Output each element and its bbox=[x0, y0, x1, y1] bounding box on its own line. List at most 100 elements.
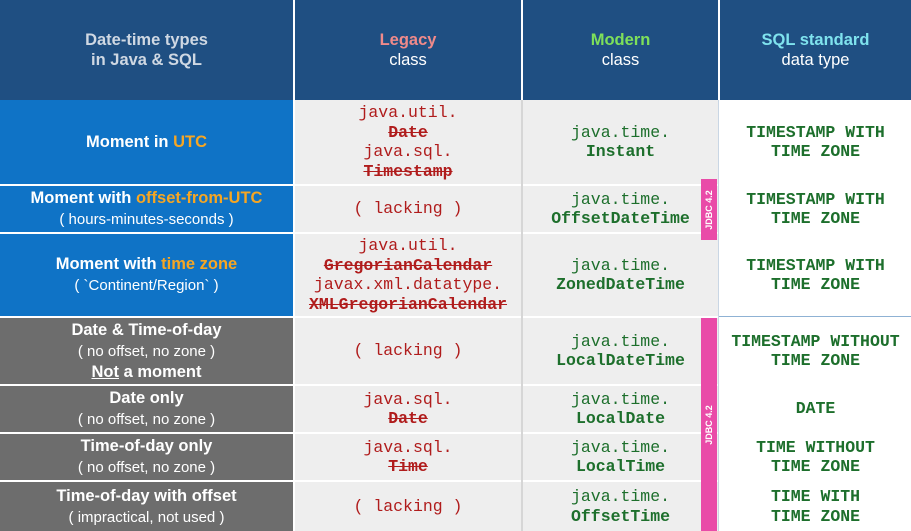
sql-type-line: TIME ZONE bbox=[770, 351, 861, 370]
jdbc-badge-local: JDBC 4.2 bbox=[701, 318, 717, 531]
row-label-time-only: Time-of-day only ( no offset, no zone ) bbox=[0, 434, 293, 480]
label-not-rest: a moment bbox=[118, 362, 202, 381]
row-label-moment-offset: Moment with offset-from-UTC ( hours-minu… bbox=[0, 186, 293, 232]
modern-date-only: java.time. LocalDate bbox=[523, 386, 718, 432]
legacy-package: java.util. bbox=[358, 103, 458, 122]
legacy-package: javax.xml.datatype. bbox=[313, 275, 503, 294]
label-text: Moment with bbox=[30, 189, 136, 207]
label-highlight: time zone bbox=[161, 255, 238, 273]
legacy-class: Date bbox=[388, 409, 428, 428]
sql-type-line: TIME ZONE bbox=[770, 275, 861, 294]
modern-time-only: java.time. LocalTime bbox=[523, 434, 718, 480]
legacy-lacking: ( lacking ) bbox=[353, 199, 463, 219]
label-sub: ( no offset, no zone ) bbox=[77, 411, 216, 428]
header-legacy-title: Legacy bbox=[379, 31, 437, 49]
sql-date-only: DATE bbox=[720, 386, 911, 432]
jdbc-badge-label: JDBC 4.2 bbox=[704, 189, 715, 230]
modern-class: LocalDateTime bbox=[556, 351, 685, 370]
modern-time-offset: java.time. OffsetTime bbox=[523, 482, 718, 531]
modern-moment-zone: java.time. ZonedDateTime bbox=[523, 234, 718, 316]
sql-type-line: TIME ZONE bbox=[770, 457, 861, 476]
sql-time-only: TIME WITHOUT TIME ZONE bbox=[720, 434, 911, 480]
header-sql-title: SQL standard bbox=[761, 31, 870, 49]
modern-package: java.time. bbox=[570, 189, 671, 209]
modern-class: LocalTime bbox=[575, 457, 666, 476]
sql-moment-zone: TIMESTAMP WITH TIME ZONE bbox=[720, 234, 911, 316]
row-label-date-only: Date only ( no offset, no zone ) bbox=[0, 386, 293, 432]
sql-moment-offset: TIMESTAMP WITH TIME ZONE bbox=[720, 186, 911, 232]
legacy-time-offset: ( lacking ) bbox=[295, 482, 521, 531]
modern-package: java.time. bbox=[570, 122, 671, 142]
label-text: Time-of-day with offset bbox=[56, 486, 237, 505]
modern-package: java.time. bbox=[570, 331, 671, 351]
header-modern-sub: class bbox=[601, 51, 640, 69]
label-text: Date & Time-of-day bbox=[71, 320, 222, 339]
header-modern-title: Modern bbox=[590, 31, 651, 49]
sql-type-line: TIME ZONE bbox=[770, 209, 861, 228]
label-text: Date only bbox=[109, 389, 184, 407]
legacy-moment-offset: ( lacking ) bbox=[295, 186, 521, 232]
modern-package: java.time. bbox=[570, 487, 671, 506]
legacy-date-only: java.sql. Date bbox=[295, 386, 521, 432]
modern-class: LocalDate bbox=[575, 409, 666, 428]
modern-class: OffsetDateTime bbox=[551, 209, 690, 228]
legacy-class: Timestamp bbox=[363, 161, 453, 181]
legacy-lacking: ( lacking ) bbox=[353, 341, 463, 361]
label-sub: ( impractical, not used ) bbox=[68, 508, 225, 526]
modern-package: java.time. bbox=[570, 389, 671, 409]
label-highlight: offset-from-UTC bbox=[135, 189, 263, 207]
sql-moment-utc: TIMESTAMP WITH TIME ZONE bbox=[720, 100, 911, 184]
row-label-time-offset: Time-of-day with offset ( impractical, n… bbox=[0, 482, 293, 531]
legacy-lacking: ( lacking ) bbox=[353, 496, 463, 516]
legacy-moment-zone: java.util. GregorianCalendar javax.xml.d… bbox=[295, 234, 521, 316]
jdbc-badge-label: JDBC 4.2 bbox=[704, 404, 715, 445]
label-highlight: UTC bbox=[173, 132, 207, 151]
sql-type-line: TIMESTAMP WITH bbox=[746, 189, 885, 209]
header-description: Date-time types in Java & SQL bbox=[0, 0, 293, 100]
legacy-package: java.sql. bbox=[363, 389, 453, 409]
header-sql-sub: data type bbox=[781, 51, 850, 69]
label-sub: ( no offset, no zone ) bbox=[77, 342, 216, 360]
sql-type-line: TIME WITH bbox=[770, 487, 861, 506]
header-desc-line1: Date-time types bbox=[85, 31, 208, 49]
column-divider bbox=[521, 100, 523, 531]
column-divider bbox=[718, 100, 719, 531]
modern-class: OffsetTime bbox=[570, 506, 671, 526]
sql-type-line: TIME ZONE bbox=[770, 506, 861, 526]
sql-time-offset: TIME WITH TIME ZONE bbox=[720, 482, 911, 531]
modern-package: java.time. bbox=[570, 437, 671, 457]
label-sub: ( no offset, no zone ) bbox=[77, 459, 216, 476]
moment-divider bbox=[719, 316, 911, 317]
label-not: Not bbox=[91, 362, 119, 381]
header-legacy: Legacy class bbox=[295, 0, 521, 100]
group-divider bbox=[0, 316, 293, 318]
legacy-class: Date bbox=[388, 122, 428, 142]
label-text: Time-of-day only bbox=[80, 437, 213, 455]
label-sub: ( hours-minutes-seconds ) bbox=[59, 211, 234, 228]
legacy-date-time: ( lacking ) bbox=[295, 318, 521, 384]
legacy-package: java.sql. bbox=[363, 142, 453, 161]
modern-class: ZonedDateTime bbox=[556, 275, 685, 294]
sql-type-line: TIMESTAMP WITHOUT bbox=[731, 331, 900, 351]
legacy-time-only: java.sql. Time bbox=[295, 434, 521, 480]
modern-class: Instant bbox=[585, 142, 656, 161]
modern-package: java.time. bbox=[570, 255, 671, 275]
row-label-date-time: Date & Time-of-day ( no offset, no zone … bbox=[0, 318, 293, 384]
modern-moment-utc: java.time. Instant bbox=[523, 100, 718, 184]
sql-date-time: TIMESTAMP WITHOUT TIME ZONE bbox=[720, 318, 911, 384]
sql-type-line: TIME WITHOUT bbox=[756, 437, 875, 457]
modern-date-time: java.time. LocalDateTime bbox=[523, 318, 718, 384]
sql-type-line: TIMESTAMP WITH bbox=[746, 255, 885, 275]
header-modern: Modern class bbox=[523, 0, 718, 100]
row-label-moment-utc: Moment in UTC bbox=[0, 100, 293, 184]
label-sub: ( `Continent/Region` ) bbox=[74, 277, 219, 294]
legacy-class: GregorianCalendar bbox=[323, 255, 493, 275]
header-legacy-sub: class bbox=[389, 51, 427, 69]
label-text: Moment in bbox=[86, 132, 174, 151]
modern-moment-offset: java.time. OffsetDateTime bbox=[523, 186, 718, 232]
row-label-moment-zone: Moment with time zone ( `Continent/Regio… bbox=[0, 234, 293, 316]
sql-type-line: TIME ZONE bbox=[770, 142, 861, 161]
sql-type-line: TIMESTAMP WITH bbox=[746, 122, 885, 142]
sql-type-line: DATE bbox=[795, 399, 836, 419]
header-desc-line2: in Java & SQL bbox=[91, 51, 202, 69]
